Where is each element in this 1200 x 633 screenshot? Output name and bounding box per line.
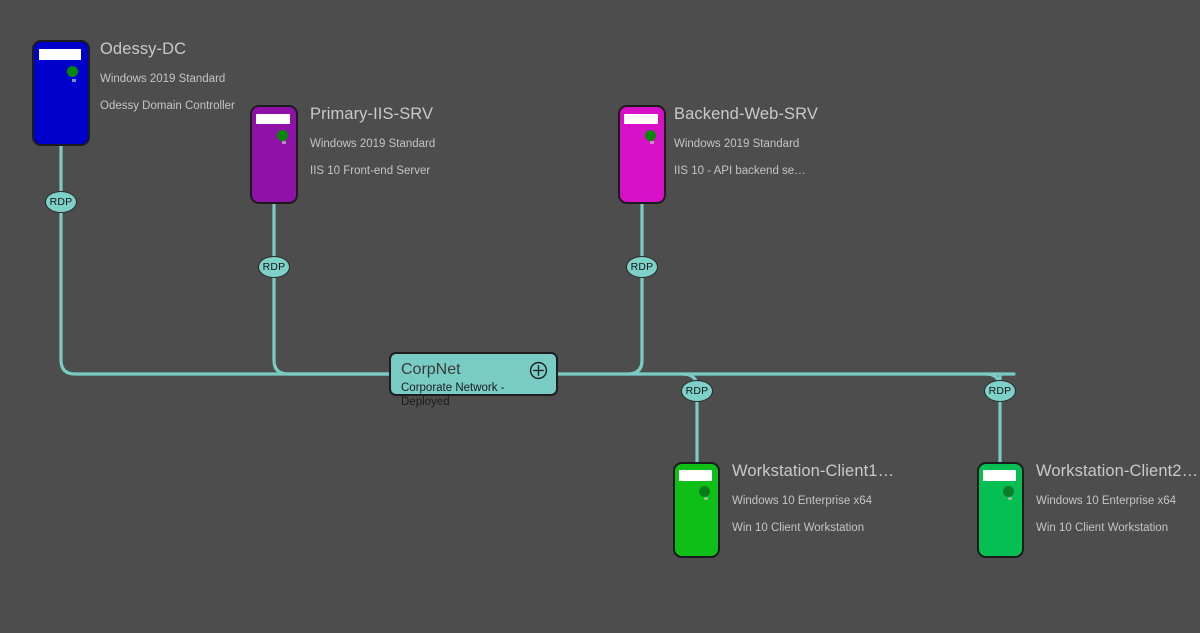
usb-port-icon xyxy=(71,78,76,82)
usb-port-icon xyxy=(704,497,709,501)
node-title: Workstation-Client2… xyxy=(1036,462,1199,480)
node-backend-web-srv[interactable]: Backend-Web-SRV Windows 2019 Standard II… xyxy=(618,105,898,207)
node-title: Workstation-Client1… xyxy=(732,462,895,480)
drive-bay xyxy=(623,113,659,125)
node-title: Primary-IIS-SRV xyxy=(310,105,434,123)
drive-bay xyxy=(255,113,291,125)
drive-bay xyxy=(678,470,713,481)
machine-icon[interactable] xyxy=(618,105,666,204)
connection-badge-primary-iis-srv[interactable]: RDP xyxy=(258,256,290,278)
node-workstation-client2[interactable]: Workstation-Client2… Windows 10 Enterpri… xyxy=(977,462,1200,560)
node-role: Odessy Domain Controller xyxy=(100,100,235,112)
node-role: Win 10 Client Workstation xyxy=(1036,522,1169,534)
node-os: Windows 10 Enterprise x64 xyxy=(1036,495,1176,507)
wire-backend-web-srv xyxy=(626,202,644,376)
node-primary-iis-srv[interactable]: Primary-IIS-SRV Windows 2019 Standard II… xyxy=(250,105,530,207)
connection-badge-backend-web-srv[interactable]: RDP xyxy=(626,256,658,278)
node-role: IIS 10 Front-end Server xyxy=(310,165,431,177)
node-os: Windows 2019 Standard xyxy=(674,138,800,150)
network-corpnet[interactable]: CorpNet Corporate Network - Deployed xyxy=(389,352,558,408)
node-os: Windows 10 Enterprise x64 xyxy=(732,495,872,507)
node-workstation-client1[interactable]: Workstation-Client1… Windows 10 Enterpri… xyxy=(673,462,963,560)
wire-primary-iis-srv xyxy=(272,202,391,376)
connection-badge-workstation-client1[interactable]: RDP xyxy=(681,380,713,402)
node-role: Win 10 Client Workstation xyxy=(732,522,865,534)
machine-icon[interactable] xyxy=(32,40,90,146)
usb-port-icon xyxy=(1008,497,1013,501)
connection-badge-odessy-dc[interactable]: RDP xyxy=(45,191,77,213)
node-os: Windows 2019 Standard xyxy=(310,138,436,150)
wire-odessy-dc xyxy=(59,143,391,376)
node-title: Odessy-DC xyxy=(100,40,187,58)
power-led-icon xyxy=(644,129,656,141)
power-led-icon xyxy=(698,486,710,498)
node-os: Windows 2019 Standard xyxy=(100,73,226,85)
drive-bay xyxy=(38,49,81,61)
machine-icon[interactable] xyxy=(673,462,720,558)
network-title: CorpNet xyxy=(401,361,461,378)
machine-icon[interactable] xyxy=(977,462,1024,558)
power-led-icon xyxy=(1002,486,1014,498)
drive-bay xyxy=(982,470,1017,481)
connection-badge-workstation-client2[interactable]: RDP xyxy=(984,380,1016,402)
node-role: IIS 10 - API backend se… xyxy=(674,165,806,177)
machine-icon[interactable] xyxy=(250,105,298,204)
node-title: Backend-Web-SRV xyxy=(674,105,818,123)
power-led-icon xyxy=(276,129,288,141)
usb-port-icon xyxy=(281,141,286,145)
network-subtitle: Corporate Network - Deployed xyxy=(401,382,505,408)
node-odessy-dc[interactable]: Odessy-DC Windows 2019 Standard Odessy D… xyxy=(32,40,302,150)
power-led-icon xyxy=(66,66,78,78)
usb-port-icon xyxy=(649,141,654,145)
plus-circle-icon[interactable] xyxy=(529,361,548,380)
